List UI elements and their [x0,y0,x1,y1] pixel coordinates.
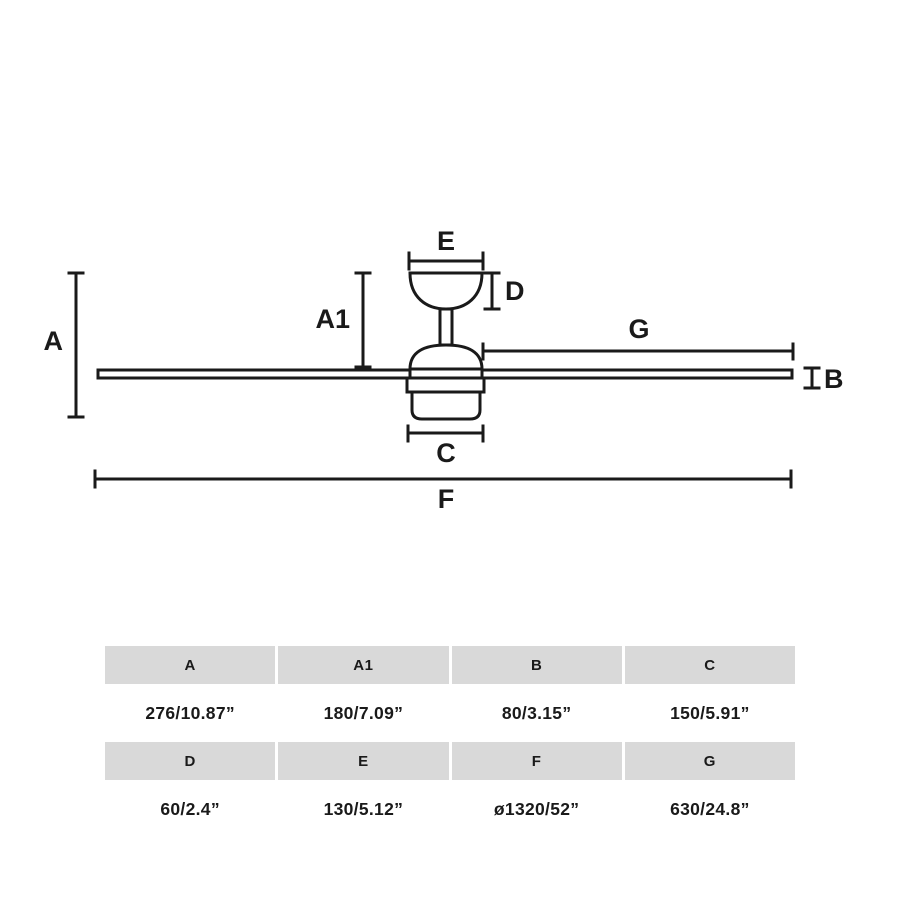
label-f: F [438,484,455,514]
fan-dimension-diagram: E D A1 G B A C F [44,226,844,514]
table-value-e: 130/5.12” [278,780,449,838]
canopy-shape [408,271,484,311]
table-value-d: 60/2.4” [105,780,276,838]
table-header-d: D [105,742,276,780]
label-g: G [628,314,649,344]
table-value-row-2: 60/2.4” 130/5.12” ø1320/52” 630/24.8” [105,780,795,838]
dimension-line-d [483,271,501,311]
table-value-row-1: 276/10.87” 180/7.09” 80/3.15” 150/5.91” [105,684,795,742]
table-value-f: ø1320/52” [451,780,622,838]
table-header-g: G [624,742,795,780]
motor-dome-shape [408,343,484,371]
motor-housing-shape [410,390,482,421]
label-e: E [437,226,455,256]
table-header-row-1: A A1 B C [105,646,795,684]
table-header-c: C [624,646,795,684]
dimension-line-g [481,342,795,361]
table-value-c: 150/5.91” [624,684,795,742]
table-header-b: B [451,646,622,684]
dimensions-table: A A1 B C 276/10.87” 180/7.09” 80/3.15” 1… [105,646,795,838]
dimension-line-e [407,251,485,271]
table-value-a1: 180/7.09” [278,684,449,742]
motor-band-shape [405,376,486,394]
label-a1: A1 [315,304,350,334]
table-value-a: 276/10.87” [105,684,276,742]
label-c: C [436,438,456,468]
blade-left-shape [96,368,412,380]
table-value-g: 630/24.8” [624,780,795,838]
table-header-a: A [105,646,276,684]
dimension-line-a1 [354,271,372,369]
dimension-line-f [93,469,793,489]
dimension-line-b [803,366,821,390]
table-header-f: F [451,742,622,780]
table-value-b: 80/3.15” [451,684,622,742]
fan-diagram-svg: E D A1 G B A C F [44,226,844,514]
label-a: A [44,326,64,356]
dimension-line-c [406,424,485,443]
table-header-row-2: D E F G [105,742,795,780]
blade-right-shape [480,368,794,380]
label-b: B [824,364,844,394]
dimension-line-a [67,271,85,419]
label-d: D [505,276,525,306]
downrod-shape [438,307,454,347]
table-header-e: E [278,742,449,780]
table-header-a1: A1 [278,646,449,684]
